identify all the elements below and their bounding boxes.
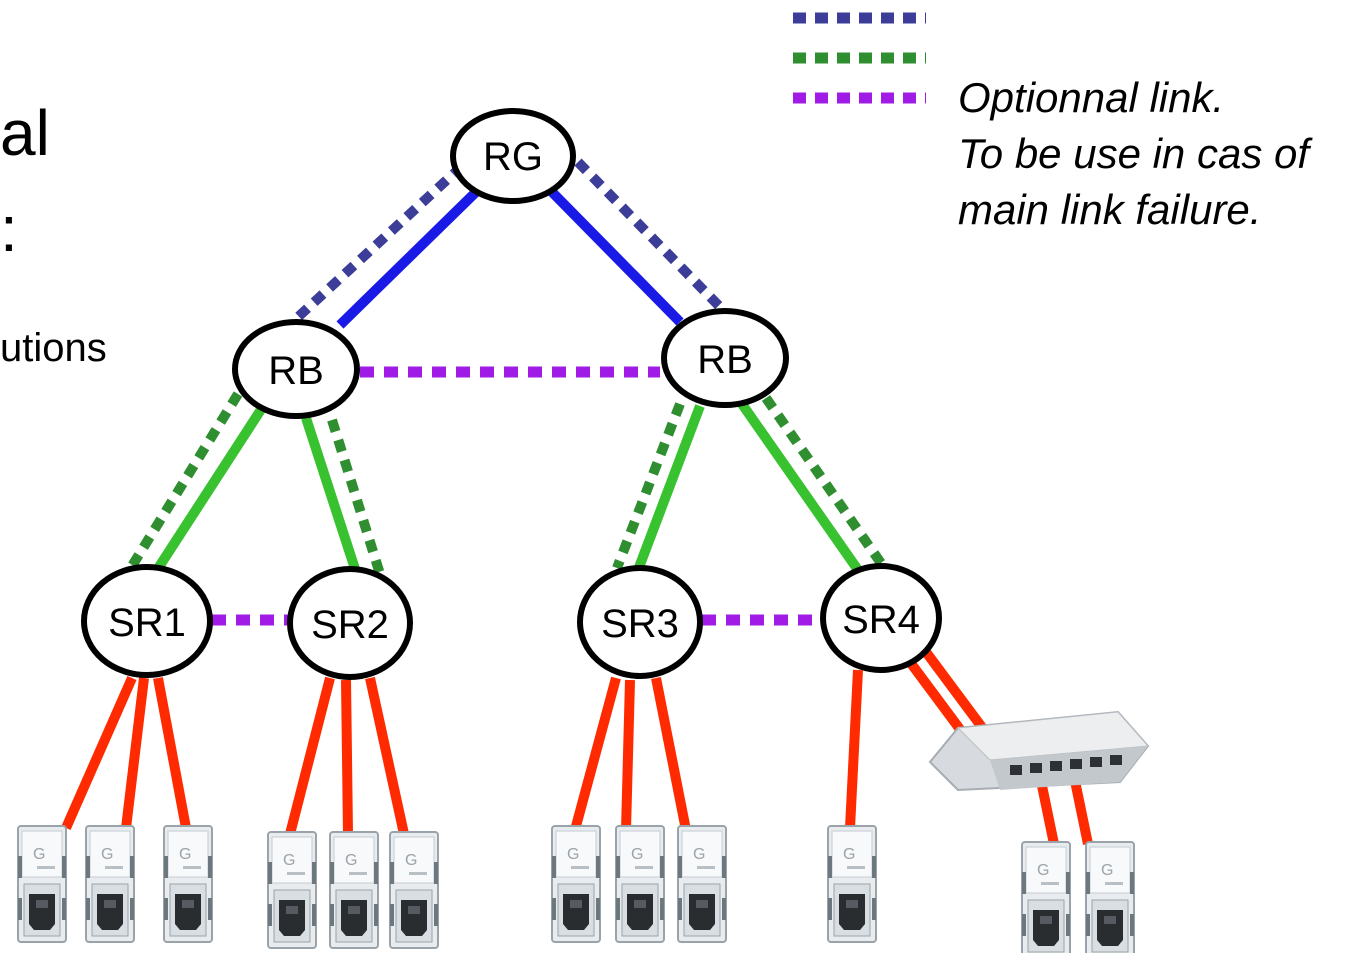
- node-sr4: SR4: [820, 563, 942, 673]
- backup-link-rg-rb-left: [294, 162, 466, 321]
- subtitle-fragment: utions: [0, 326, 107, 370]
- endpoint-link: [921, 649, 989, 733]
- rj45-socket-icon: [827, 825, 877, 943]
- rj45-socket-icon: [163, 825, 213, 943]
- endpoint-link: [1035, 774, 1059, 846]
- main-link-rg-rb-right: [546, 186, 684, 326]
- backup-link-rb-sr4: [761, 395, 888, 569]
- node-sr3: SR3: [577, 565, 703, 679]
- main-link-rb-sr3: [633, 404, 705, 572]
- node-sr1: SR1: [81, 564, 213, 678]
- legend-line-1: Optionnal link.: [958, 74, 1225, 121]
- rj45-socket-icon: [1085, 841, 1135, 953]
- rj45-socket-icon: [17, 825, 67, 943]
- legend-optional-description: Optionnal link. To be use in cas of main…: [958, 70, 1309, 238]
- endpoint-link: [61, 675, 137, 831]
- rj45-socket-icon: [267, 831, 317, 949]
- links-level2: [127, 391, 888, 576]
- node-rg-label: RG: [483, 135, 543, 179]
- node-rb-left: RB: [232, 319, 360, 419]
- endpoint-link: [1069, 774, 1093, 846]
- rj45-socket-icon: [615, 825, 665, 943]
- node-sr4-label: SR4: [842, 598, 920, 642]
- backup-link-rb-sr1: [127, 391, 243, 569]
- node-sr2-label: SR2: [311, 603, 389, 647]
- node-rb-right: RB: [661, 308, 789, 408]
- endpoint-link: [621, 679, 635, 831]
- endpoint-link: [285, 676, 335, 836]
- backup-link-rg-rb-right: [574, 158, 726, 313]
- rj45-socket-icon: [329, 831, 379, 949]
- backup-link-rb-sr3: [612, 402, 685, 570]
- node-rb-left-label: RB: [268, 349, 324, 393]
- endpoint-link: [570, 676, 621, 832]
- legend-line-3: main link failure.: [958, 186, 1262, 233]
- rj45-socket-icon: [1021, 841, 1071, 953]
- main-link-rb-sr2: [301, 416, 361, 574]
- backup-link-rb-sr2: [327, 418, 385, 576]
- endpoint-link: [845, 669, 863, 829]
- endpoint-link: [341, 679, 353, 835]
- rj45-socket-icon: [389, 831, 439, 949]
- main-link-rb-sr4: [737, 401, 863, 573]
- title-fragment-2: :: [0, 193, 18, 265]
- wall-sockets: [17, 825, 1135, 953]
- title-fragment-1: al: [0, 97, 50, 169]
- links-endpoints: [61, 649, 1093, 846]
- node-sr2: SR2: [287, 566, 413, 680]
- main-link-rb-sr1: [152, 405, 267, 573]
- rj45-socket-icon: [85, 825, 135, 943]
- node-rb-right-label: RB: [697, 338, 753, 382]
- links-level1: [294, 158, 726, 329]
- endpoint-link: [905, 659, 967, 735]
- rj45-socket-icon: [677, 825, 727, 943]
- endpoint-link: [365, 676, 409, 836]
- rj45-socket-icon: [551, 825, 601, 943]
- endpoint-link: [651, 677, 691, 831]
- endpoint-link: [121, 677, 149, 829]
- legend-swatches: [793, 12, 926, 104]
- network-switch-box: [928, 710, 1150, 792]
- node-rg: RG: [450, 108, 576, 204]
- main-link-rg-rb-left: [336, 188, 480, 329]
- legend-line-2: To be use in cas of: [958, 130, 1310, 177]
- node-sr1-label: SR1: [108, 601, 186, 645]
- node-sr3-label: SR3: [601, 602, 679, 646]
- endpoint-link: [153, 677, 191, 829]
